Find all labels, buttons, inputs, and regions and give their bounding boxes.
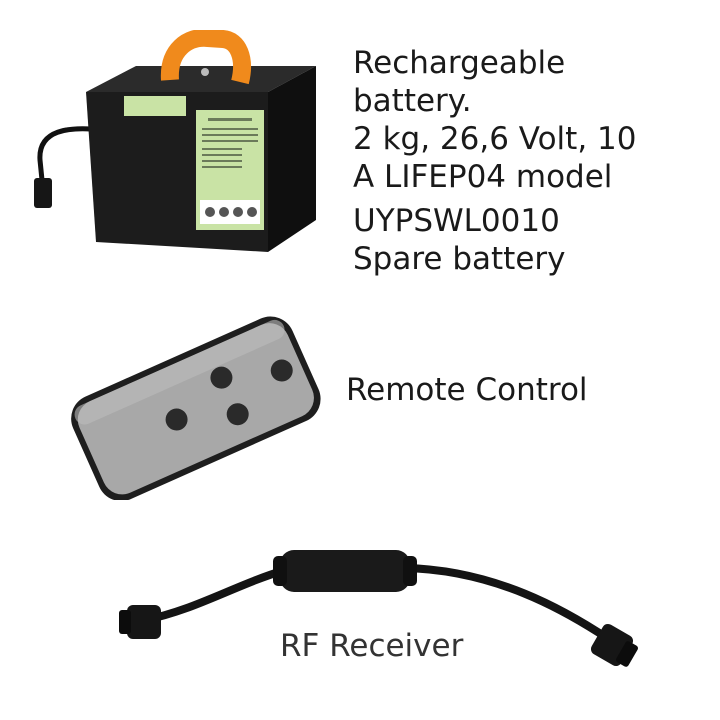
battery-label-marks [205,207,257,217]
battery-caption-line: battery. [353,83,472,119]
remote-face [77,323,314,495]
receiver-connector-left [119,605,161,639]
receiver-cable-right [401,564,614,644]
battery-label-text [202,118,258,168]
receiver-module-cap [273,556,287,586]
battery-top-face [86,66,316,92]
battery-connector [34,178,52,208]
remote-control-image [71,316,321,500]
remote-face-highlight [74,319,285,425]
receiver-connector-right [590,623,638,667]
battery-subtitle: Spare battery [353,241,566,277]
receiver-module-cap [403,556,417,586]
battery-code: UYPSWL0010 [353,203,560,239]
battery-strap-rivet [201,68,209,76]
battery-caption-line: A LIFEP04 model [353,159,613,195]
battery-product: Rechargeable battery. 2 kg, 26,6 Volt, 1… [0,0,720,300]
receiver-product: RF Receiver [0,510,720,720]
receiver-cable-left [141,566,289,624]
battery-side-face [268,66,316,252]
battery-pack-image [34,30,316,252]
remote-caption: Remote Control [346,372,588,408]
battery-small-label [124,96,186,116]
receiver-caption: RF Receiver [280,628,464,664]
remote-product: Remote Control [0,300,720,510]
battery-caption-line: 2 kg, 26,6 Volt, 10 [353,121,637,157]
battery-caption-line: Rechargeable [353,45,566,81]
remote-button [210,366,233,389]
receiver-module [280,550,410,592]
remote-button [270,359,293,382]
battery-strap [160,30,251,85]
battery-caption: Rechargeable battery. 2 kg, 26,6 Volt, 1… [353,44,713,278]
remote-button [165,408,188,431]
rf-receiver-cable-image [119,550,638,667]
remote-button [226,403,249,426]
